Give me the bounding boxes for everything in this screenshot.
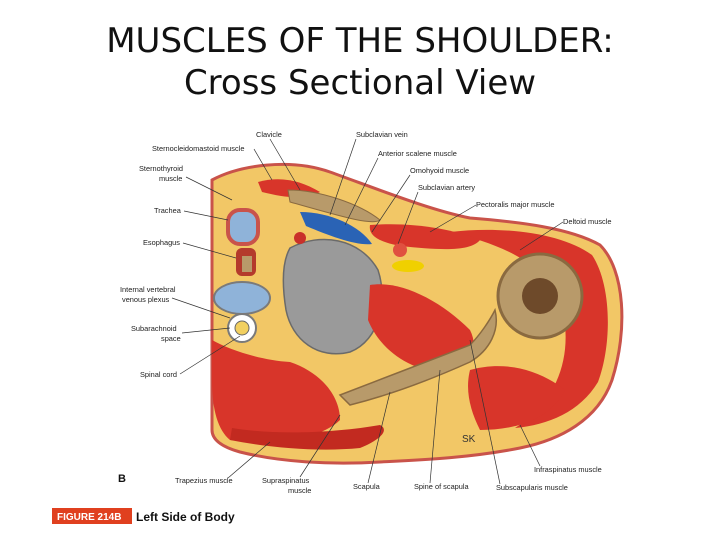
figure-badge: FIGURE 214B [57,512,121,523]
leader-subscapularis [469,339,501,485]
trachea [226,208,260,246]
spinal-cord [234,320,250,336]
label-trapezius: Trapezius muscle [175,476,233,485]
label-subscapularis: Subscapularis muscle [496,483,568,492]
label-subclavian-vein: Subclavian vein [356,130,408,139]
leader-spinal-cord [179,335,241,375]
label-supraspinatus-line1: Supraspinatus [262,476,310,485]
label-spinal-cord: Spinal cord [140,370,177,379]
leader-trapezius [227,441,271,479]
leader-sternothyroid [185,176,233,201]
pectoralis-major-muscle [369,224,480,250]
leader-scapula [367,391,391,484]
scapula-bone [338,307,497,406]
leader-spine-of-scapula [429,369,441,484]
title-line-1: MUSCLES OF THE SHOULDER: [106,21,614,61]
label-spine-of-scapula: Spine of scapula [414,482,470,491]
label-anterior-scalene: Anterior scalene muscle [378,149,457,158]
label-scapula: Scapula [353,482,381,491]
title-line-2: Cross Sectional View [183,63,537,103]
label-deltoid: Deltoid muscle [563,217,611,226]
leader-anterior-scalene [344,157,379,226]
anatomy-illustration [210,162,624,465]
slide-title: MUSCLES OF THE SHOULDER: Cross Sectional… [0,20,720,104]
label-internal-vertebral-line1: Internal vertebral [120,285,176,294]
leader-trachea [183,210,229,221]
leader-subarachnoid [181,327,231,334]
leader-subclavian-vein [329,138,357,216]
label-sternothyroid-line1: Sternothyroid [139,164,183,173]
leader-pectoralis-major [429,204,477,233]
leader-omohyoid [371,174,411,233]
panel-letter: B [118,473,126,485]
label-internal-vertebral-line2: venous plexus [122,295,170,304]
cervical-bone [242,256,252,272]
label-omohyoid: Omohyoid muscle [410,166,469,175]
leader-esophagus [182,242,237,259]
label-pectoralis-major: Pectoralis major muscle [476,200,554,209]
label-subclavian-artery: Subclavian artery [418,183,475,192]
label-supraspinatus-line2: muscle [288,486,311,495]
vertebral-body [213,281,271,315]
label-subarachnoid-line2: space [161,334,181,343]
anatomy-labels: Clavicle Sternocleidomastoid muscle Subc… [118,130,611,495]
artist-mark: SK [462,434,476,445]
posterior-back-muscles [212,340,340,442]
nerve-bundle [392,260,424,272]
leader-internal-vertebral [171,297,231,319]
leader-infraspinatus [519,424,541,467]
label-subarachnoid-line1: Subarachnoid [131,324,177,333]
leader-clavicle [269,138,301,191]
figure-caption: Left Side of Body [136,510,235,524]
label-esophagus: Esophagus [143,238,180,247]
leader-sternocleidomastoid [253,148,273,181]
label-clavicle: Clavicle [256,130,282,139]
subclavian-artery [393,243,407,257]
label-sternothyroid-line2: muscle [159,174,182,183]
humerus-marrow [522,278,558,314]
label-trachea: Trachea [154,206,182,215]
anterior-scalene [294,232,306,244]
lung-apex [282,238,383,355]
label-infraspinatus: Infraspinatus muscle [534,465,602,474]
leader-supraspinatus [299,414,341,478]
leader-subclavian-artery [397,191,419,245]
subclavian-vein [300,212,372,245]
label-sternocleidomastoid: Sternocleidomastoid muscle [152,144,244,153]
infraspinatus-muscle [468,366,565,430]
figure-badge-bg [52,508,132,524]
subscapularis-muscle [368,284,474,372]
leader-deltoid [519,221,564,251]
